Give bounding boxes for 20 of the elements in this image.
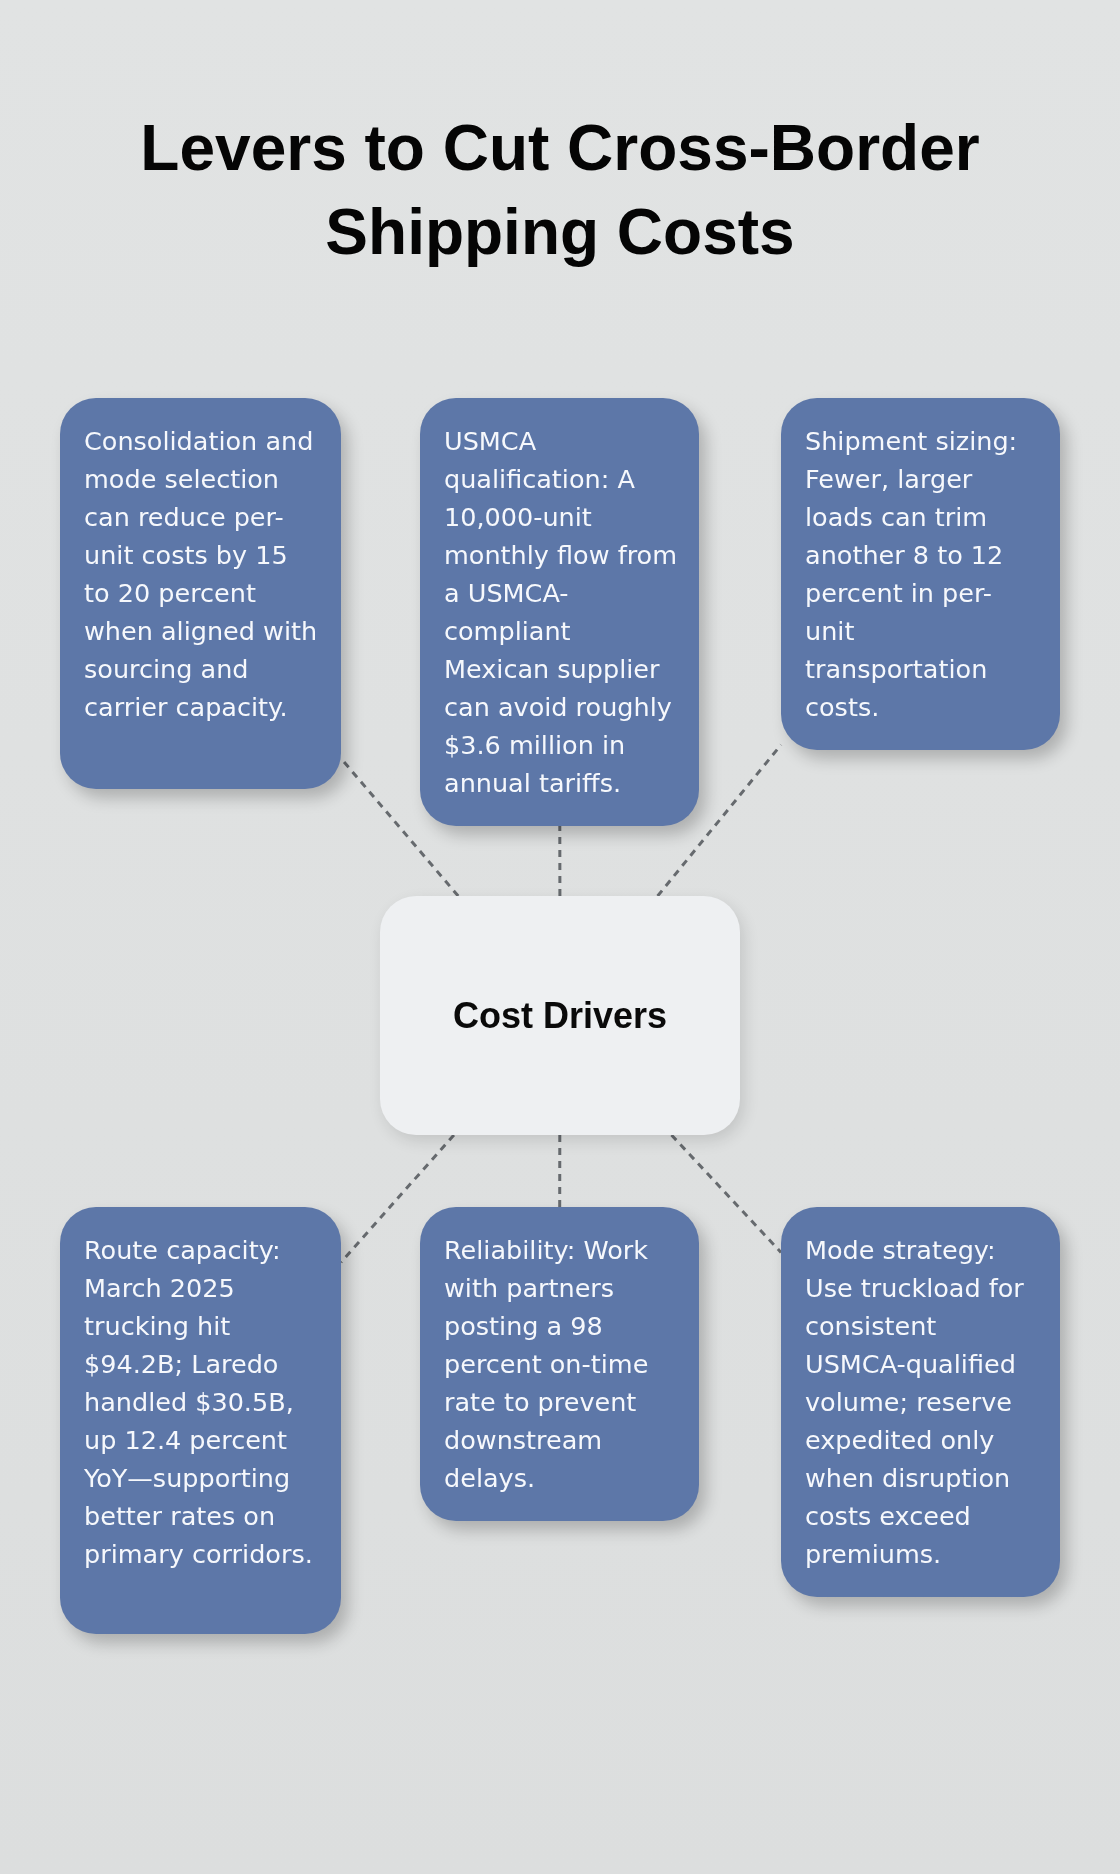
card-text: Route capacity: March 2025 trucking hit $94.2B; Laredo handled $30.5B, up 12.4 percent YoY—supporting better rates on primary corridors. xyxy=(84,1234,314,1571)
info-card xyxy=(781,398,1060,750)
card-text: Shipment sizing: Fewer, larger loads can trim another 8 to 12 percent in per-unit transportation costs. xyxy=(805,425,1019,724)
card-text: USMCA qualification: A 10,000-unit monthly flow from a USMCA-compliant Mexican supplier can avoid roughly $3.6 million in annual tariffs. xyxy=(444,425,677,800)
dashed-connector xyxy=(339,1134,456,1264)
dashed-connector xyxy=(558,1135,562,1207)
dashed-connector xyxy=(670,1133,783,1254)
info-card xyxy=(420,1207,699,1521)
hub-box xyxy=(380,896,740,1135)
hub-label: Cost Drivers xyxy=(452,994,668,1037)
info-card xyxy=(781,1207,1060,1597)
dashed-connector xyxy=(656,743,783,897)
info-card xyxy=(60,398,341,789)
dashed-connector xyxy=(558,826,562,896)
card-text: Reliability: Work with partners posting a 98 percent on-time rate to prevent downstream delays. xyxy=(444,1234,650,1495)
info-card xyxy=(420,398,699,826)
card-text: Consolidation and mode selection can reduce per-unit costs by 15 to 20 percent when aligned with sourcing and carrier capacity. xyxy=(84,425,319,724)
info-card xyxy=(60,1207,341,1634)
title: Levers to Cut Cross-Border Shipping Costs xyxy=(139,111,981,270)
card-text: Mode strategy: Use truckload for consistent USMCA-qualified volume; reserve expedited only when disruption costs exceed premiums. xyxy=(805,1234,1025,1571)
